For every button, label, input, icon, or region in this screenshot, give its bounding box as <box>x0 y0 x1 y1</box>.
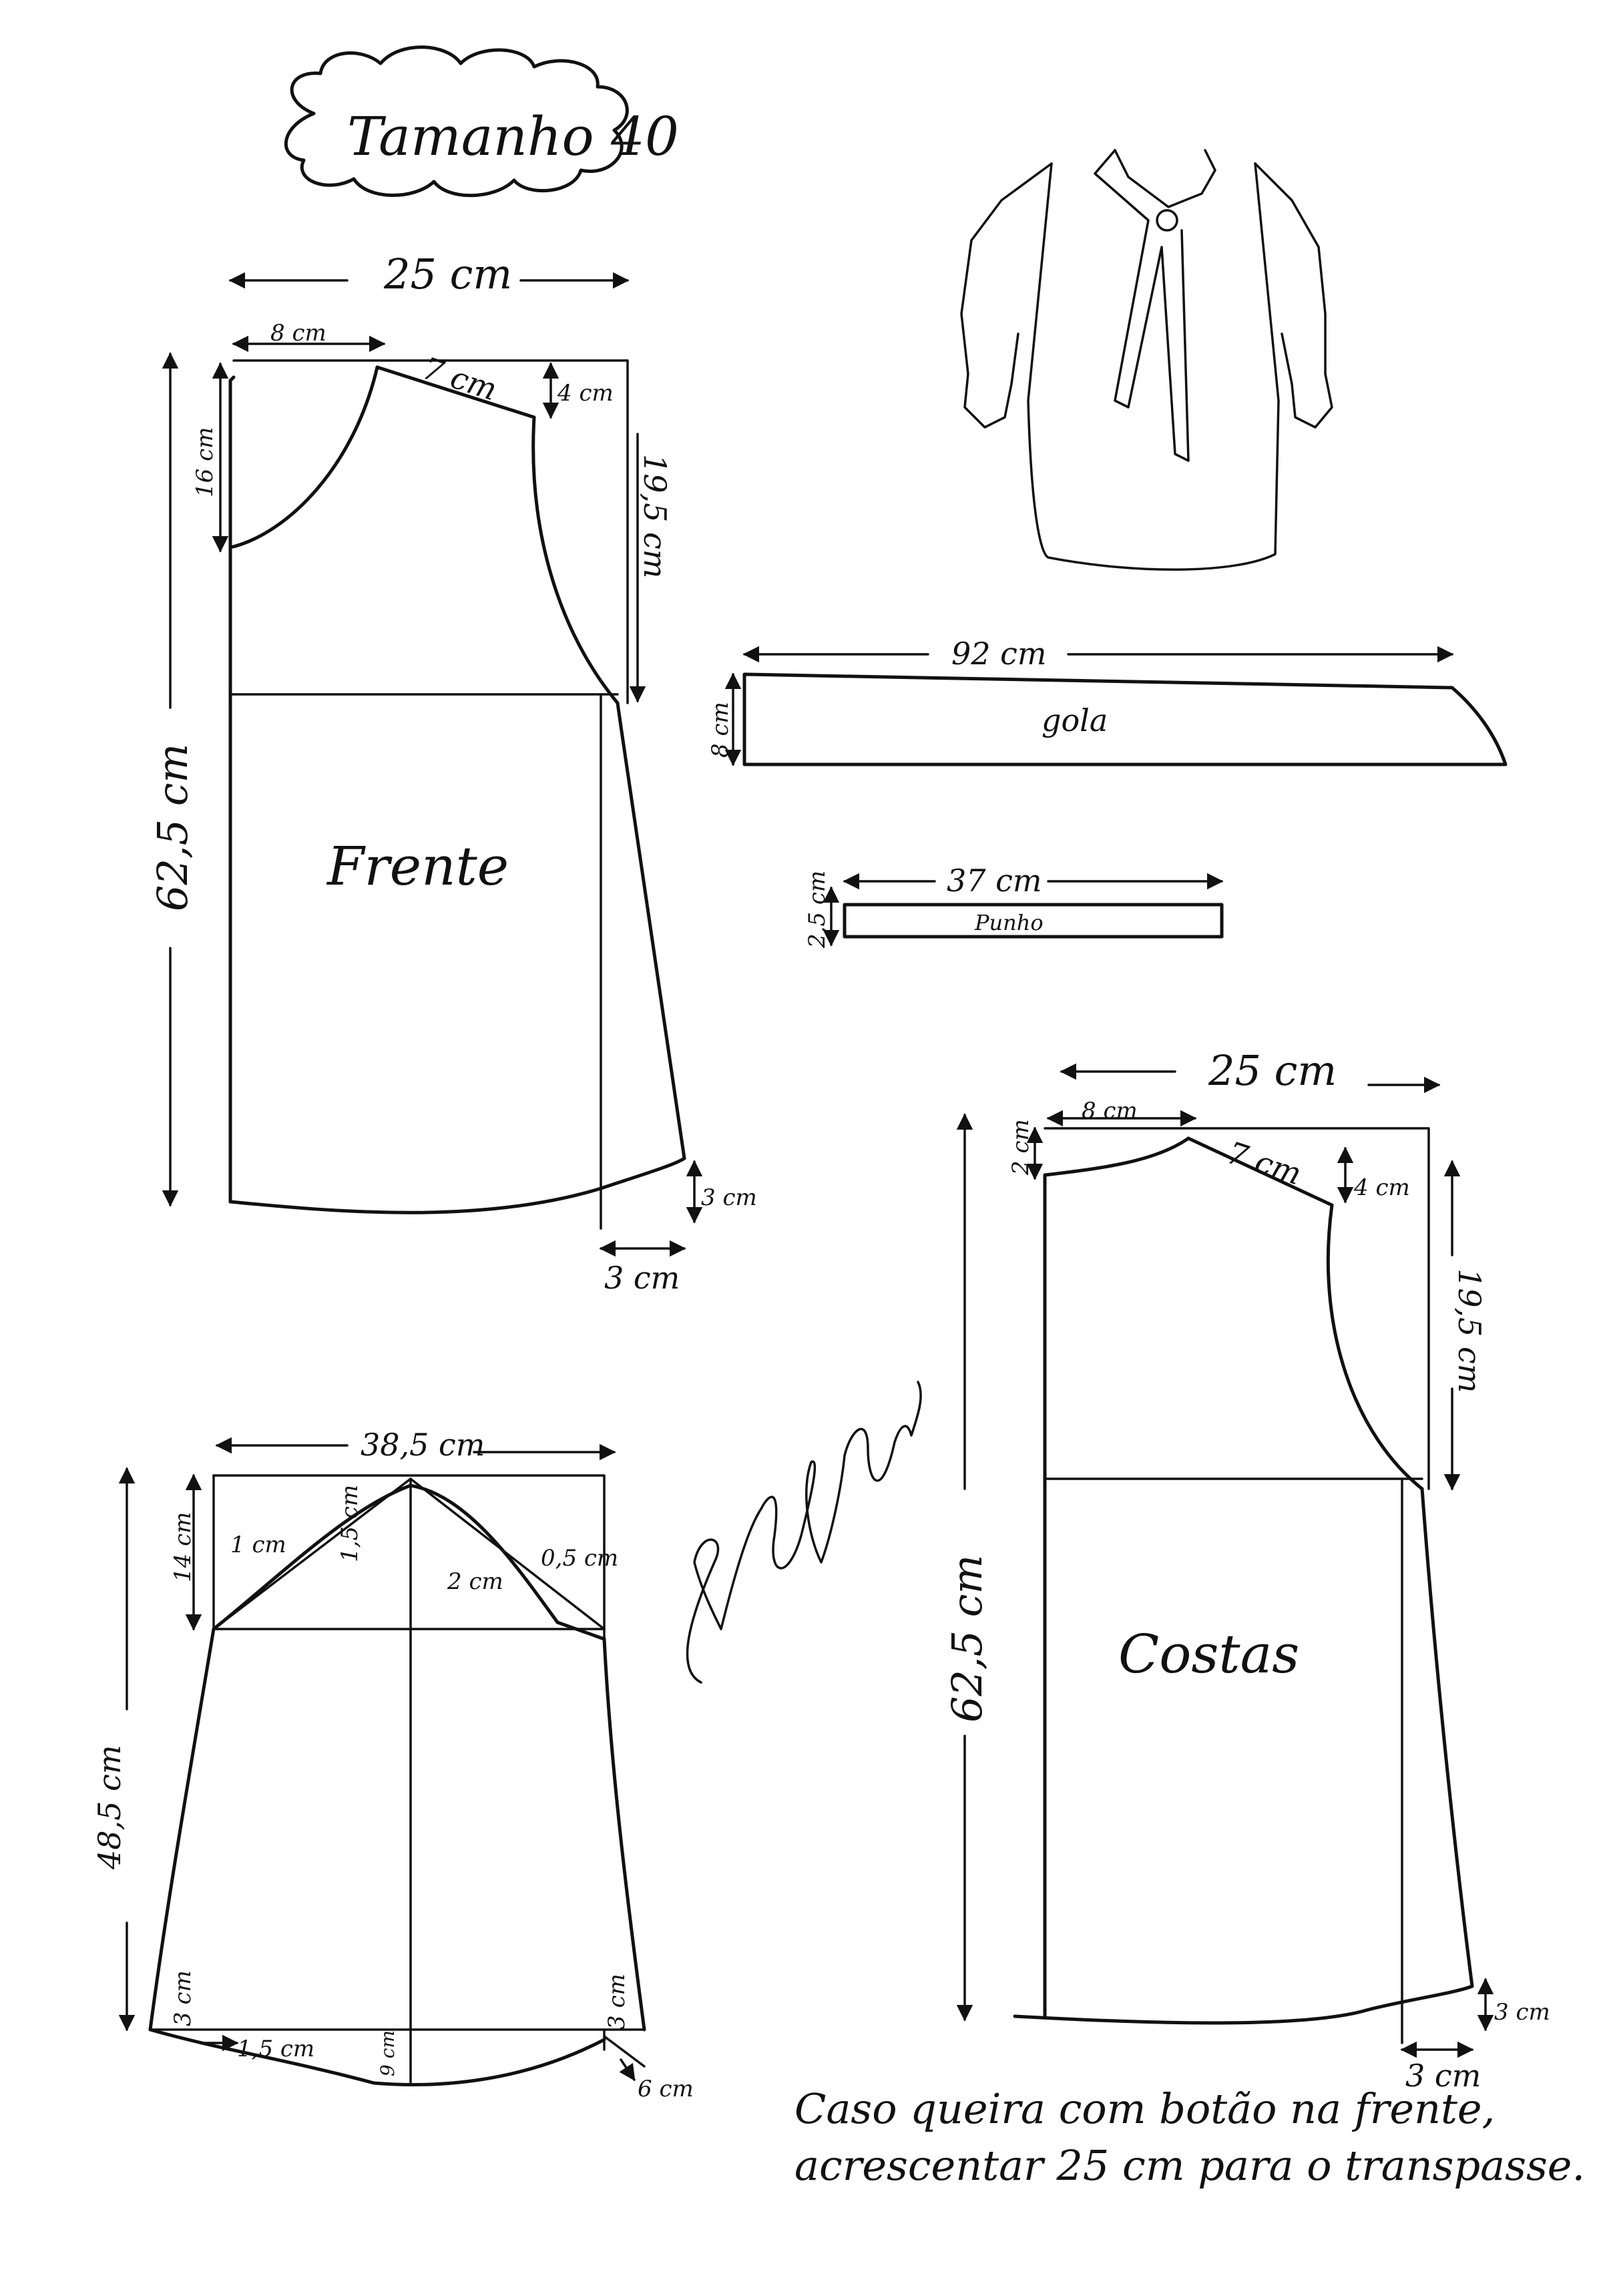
front-armhole-depth-label: 19,5 cm <box>637 454 673 578</box>
sleeve-width-label: 38,5 cm <box>361 1427 485 1463</box>
front-width-label: 25 cm <box>383 250 512 298</box>
back-shoulder-drop-label: 4 cm <box>1353 1174 1410 1201</box>
sleeve-hem-inset-label: 1,5 cm <box>237 2036 314 2062</box>
back-piece-name: Costas <box>1118 1623 1299 1685</box>
collar-height-label: 8 cm <box>707 702 734 758</box>
sleeve-hem-extension-label: 6 cm <box>638 2076 694 2102</box>
back-side-flare-label: 3 cm <box>1405 2058 1481 2094</box>
front-length-label: 62,5 cm <box>148 744 197 911</box>
sleeve-piece: 38,5 cm 14 cm 1 cm 1,5 cm 2 cm 0,5 cm 48… <box>91 1427 694 2102</box>
sleeve-hem-curve-label: 9 cm <box>377 2030 399 2076</box>
sleeve-cap-offset-2-label: 1,5 cm <box>336 1485 363 1562</box>
front-neck-depth-label: 16 cm <box>192 427 218 497</box>
page-title: Tamanho 40 <box>347 105 679 168</box>
note-line-1: Caso queira com botão na frente, <box>794 2084 1495 2133</box>
sleeve-hem-side-right-label: 3 cm <box>604 1974 630 2030</box>
note: Caso queira com botão na frente, acresce… <box>794 2084 1585 2190</box>
back-piece: 25 cm 8 cm 2 cm 7 cm 4 cm 19,5 cm 62,5 c… <box>943 1046 1550 2094</box>
back-neck-width-label: 8 cm <box>1082 1098 1138 1124</box>
back-armhole-depth-label: 19,5 cm <box>1451 1269 1487 1393</box>
cuff-piece: 37 cm 2,5 cm Punho <box>804 863 1224 949</box>
back-shoulder-label: 7 cm <box>1223 1134 1306 1192</box>
sleeve-hem-side-left-label: 3 cm <box>170 1970 196 2026</box>
sleeve-cap-offset-4-label: 0,5 cm <box>541 1545 618 1572</box>
front-hem-rise-label: 3 cm <box>701 1184 757 1211</box>
front-shoulder-label: 7 cm <box>419 350 501 407</box>
back-length-label: 62,5 cm <box>943 1555 991 1723</box>
title-cloud: Tamanho 40 <box>284 45 679 198</box>
cuff-height-label: 2,5 cm <box>804 871 831 949</box>
sleeve-cap-offset-1-label: 1 cm <box>230 1532 286 1558</box>
sleeve-length-label: 48,5 cm <box>91 1745 128 1870</box>
front-piece: 25 cm 8 cm 7 cm 4 cm 16 cm 19,5 cm 62,5 … <box>148 250 757 1296</box>
cuff-piece-name: Punho <box>974 910 1044 935</box>
front-piece-name: Frente <box>326 835 509 897</box>
front-side-flare-label: 3 cm <box>604 1260 680 1296</box>
sleeve-cap-height-label: 14 cm <box>170 1512 196 1582</box>
front-neck-width-label: 8 cm <box>270 320 326 347</box>
back-hem-rise-label: 3 cm <box>1494 1999 1550 2026</box>
collar-length-label: 92 cm <box>951 636 1047 672</box>
blouse-illustration <box>960 149 1333 571</box>
cuff-length-label: 37 cm <box>947 863 1042 899</box>
sleeve-cap-offset-3-label: 2 cm <box>447 1568 503 1595</box>
signature <box>686 1381 922 1684</box>
collar-piece: 92 cm 8 cm gola <box>707 636 1508 766</box>
note-line-2: acrescentar 25 cm para o transpasse. <box>794 2141 1585 2190</box>
front-shoulder-drop-label: 4 cm <box>557 380 614 407</box>
back-neck-depth-label: 2 cm <box>1007 1119 1034 1176</box>
back-width-label: 25 cm <box>1208 1046 1337 1095</box>
collar-piece-name: gola <box>1042 702 1108 738</box>
